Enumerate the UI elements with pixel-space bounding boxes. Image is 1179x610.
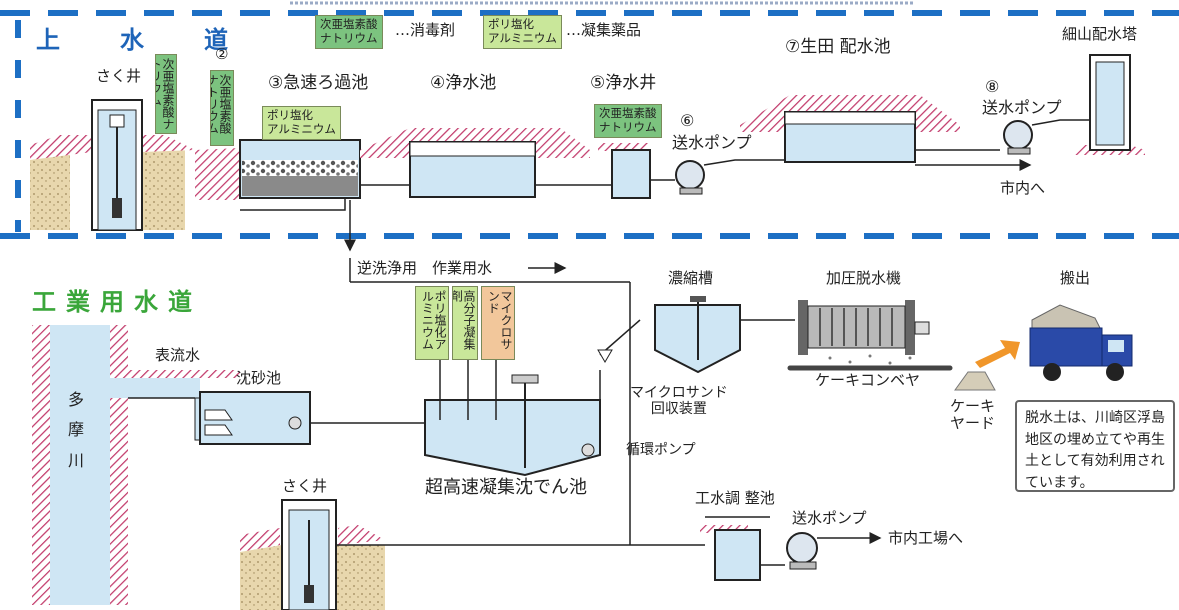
chem-box-well5: 次亜塩素酸 ナトリウム [594, 104, 662, 138]
thickener [654, 296, 795, 374]
label-carry-out: 搬出 [1060, 269, 1091, 287]
label-step-8: ⑧ [985, 77, 1000, 96]
pump-8 [1003, 119, 1090, 155]
label-distribution-reservoir: ⑦生田 配水池 [785, 37, 891, 57]
surface-intake-channel [110, 370, 240, 399]
clear-water-well [598, 143, 675, 199]
label-pump-8: 送水ポンプ [982, 98, 1062, 117]
chem-box-vertical-2: 次亜塩素酸ナトリウム [210, 70, 234, 146]
section-border [0, 10, 1179, 239]
label-lower-pump: 送水ポンプ [792, 509, 867, 527]
label-clarifier: 超高速凝集沈でん池 [425, 477, 587, 498]
pump-6 [675, 159, 785, 195]
label-microsand-recovery: マイクロサンド 回収装置 [630, 385, 728, 418]
lower-pump [786, 532, 882, 570]
rapid-filter [195, 139, 361, 252]
label-surface-water: 表流水 [155, 346, 201, 364]
label-step-2: ② [215, 45, 229, 63]
legend-coagulant-desc: …凝集薬品 [566, 21, 642, 39]
lower-well [240, 499, 705, 610]
label-tama-river: 多 摩 川 [68, 390, 85, 470]
chem-box-filter-pac: ポリ塩化 アルミニウム [262, 106, 341, 140]
distribution-reservoir [740, 95, 1032, 171]
label-backwash: 逆洗浄用 作業用水 [357, 259, 493, 277]
label-well-upper: さく井 [96, 67, 142, 85]
filter-press [798, 300, 930, 355]
cake-yard-pile [954, 371, 996, 391]
water-tower [1075, 54, 1145, 155]
section-title-water-supply: 上 水 道 [36, 26, 246, 54]
label-grit-chamber: 沈砂池 [236, 369, 282, 387]
label-clear-reservoir: ④浄水池 [430, 73, 497, 93]
clear-water-reservoir [360, 128, 612, 198]
label-cake-conveyor: ケーキコンベヤ [815, 371, 921, 389]
label-adjustment-tank: 工水調 整池 [695, 489, 775, 507]
label-pump-6: 送水ポンプ [672, 133, 752, 152]
label-water-tower: 細山配水塔 [1062, 25, 1138, 43]
carry-out-arrow [975, 340, 1020, 368]
label-rapid-filter: ③急速ろ過池 [268, 73, 369, 93]
tama-river [32, 325, 128, 605]
upper-well [30, 99, 195, 231]
label-to-city: 市内へ [1000, 179, 1046, 197]
high-speed-clarifier [424, 319, 641, 477]
dewatered-soil-note: 脱水土は、川崎区浮島地区の埋め立てや再生土として有効利用されています。 [1015, 400, 1175, 492]
backwash-line [349, 258, 631, 545]
chem-box-microsand: マイクロサンド [481, 286, 515, 360]
label-clear-well: ⑤浄水井 [590, 73, 657, 93]
chem-box-pac-lower: ポリ塩化アルミニウム [415, 286, 449, 360]
section-title-industrial: 工業用水道 [32, 288, 202, 316]
cake-conveyor [787, 354, 953, 371]
label-thickener: 濃縮槽 [668, 269, 714, 287]
chem-box-polymer: 高分子凝集剤 [452, 286, 478, 360]
label-step-6: ⑥ [680, 111, 695, 130]
legend-disinfectant-desc: …消毒剤 [395, 21, 456, 39]
chem-box-vertical-1: 次亜塩素酸ナトリウム [155, 54, 177, 134]
legend-chem-sodium-hypochlorite: 次亜塩素酸 ナトリウム [315, 15, 383, 49]
label-well-lower: さく井 [282, 477, 328, 495]
label-filter-press: 加圧脱水機 [826, 269, 902, 287]
label-circulation-pump: 循環ポンプ [626, 442, 696, 458]
label-to-factories: 市内工場へ [888, 529, 964, 547]
grit-chamber [194, 391, 425, 445]
dump-truck [1029, 304, 1133, 381]
label-cake-yard: ケーキ ヤード [950, 397, 996, 433]
adjustment-tank [700, 516, 785, 581]
legend-chem-pac: ポリ塩化 アルミニウム [483, 15, 562, 49]
